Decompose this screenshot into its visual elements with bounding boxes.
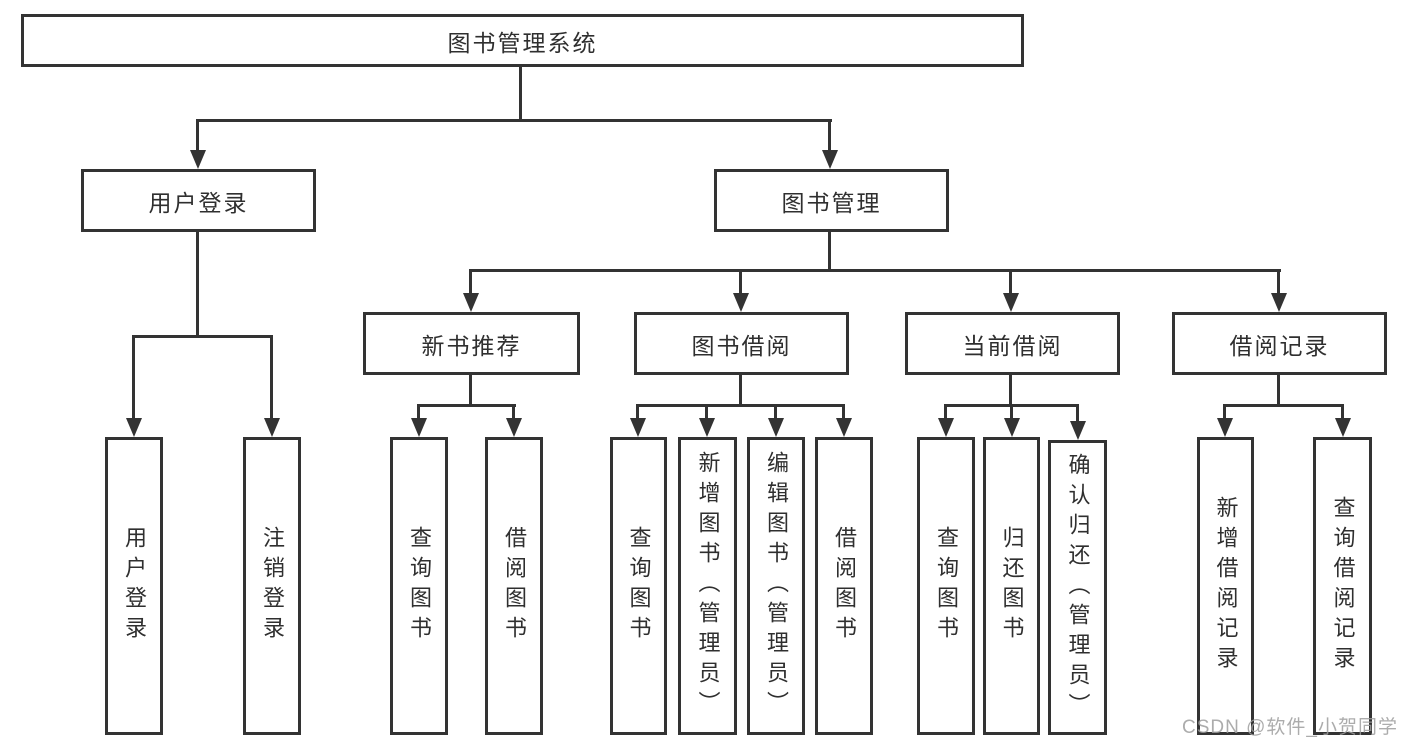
edge-to-leaf	[944, 405, 947, 420]
leaf-logout: 注销登录	[243, 437, 301, 735]
leaf-query-borrow-record: 查询借阅记录	[1313, 437, 1372, 735]
edge-to-leaf	[1076, 405, 1079, 423]
node-library-management-system: 图书管理系统	[21, 14, 1024, 67]
edge-to-current-borrow	[1009, 270, 1012, 295]
edge-user-login-stem	[196, 231, 199, 338]
edge-to-leaf	[636, 405, 639, 420]
edge-to-book-borrow	[739, 270, 742, 295]
edge-to-leaf	[705, 405, 708, 420]
edge-book-management-bar	[469, 269, 1281, 272]
arrow-down-icon	[822, 150, 838, 169]
leaf-borrow-books-recommend: 借阅图书	[485, 437, 543, 735]
leaf-query-books-current: 查询图书	[917, 437, 975, 735]
node-borrowing-records: 借阅记录	[1172, 312, 1387, 375]
arrow-down-icon	[733, 293, 749, 312]
arrow-down-icon	[506, 418, 522, 437]
leaf-add-borrow-record: 新增借阅记录	[1197, 437, 1254, 735]
edge-book-management-stem	[828, 231, 831, 272]
arrow-down-icon	[699, 418, 715, 437]
node-book-borrowing: 图书借阅	[634, 312, 849, 375]
edge-to-borrow-records	[1277, 270, 1280, 295]
leaf-add-book-admin: 新增图书（管理员）	[678, 437, 737, 735]
node-book-management: 图书管理	[714, 169, 949, 232]
arrow-down-icon	[264, 418, 280, 437]
edge-to-leaf-logout	[270, 336, 273, 420]
node-current-borrowing: 当前借阅	[905, 312, 1120, 375]
arrow-down-icon	[411, 418, 427, 437]
arrow-down-icon	[768, 418, 784, 437]
edge-to-leaf	[774, 405, 777, 420]
edge-to-book-management	[828, 119, 831, 152]
edge-to-leaf	[1223, 405, 1226, 420]
edge-borrow-records-bar	[1223, 404, 1344, 407]
edge-to-leaf-user-login	[132, 336, 135, 420]
leaf-confirm-return-admin: 确认归还（管理员）	[1048, 440, 1107, 735]
arrow-down-icon	[1004, 418, 1020, 437]
arrow-down-icon	[463, 293, 479, 312]
edge-new-book-bar	[417, 404, 516, 407]
leaf-query-books-recommend: 查询图书	[390, 437, 448, 735]
edge-to-leaf	[1010, 405, 1013, 420]
edge-to-leaf	[512, 405, 515, 420]
edge-root-stem	[519, 64, 522, 121]
edge-to-leaf	[417, 405, 420, 420]
edge-book-borrow-stem	[739, 374, 742, 406]
arrow-down-icon	[1217, 418, 1233, 437]
leaf-borrow-books: 借阅图书	[815, 437, 873, 735]
csdn-watermark: CSDN @软件_小贺同学	[1182, 717, 1398, 738]
edge-to-new-book	[469, 270, 472, 295]
edge-new-book-stem	[469, 374, 472, 406]
arrow-down-icon	[836, 418, 852, 437]
leaf-query-books-borrow: 查询图书	[610, 437, 667, 735]
edge-root-bar	[196, 119, 832, 122]
leaf-user-login: 用户登录	[105, 437, 163, 735]
arrow-down-icon	[1335, 418, 1351, 437]
arrow-down-icon	[1070, 421, 1086, 440]
edge-borrow-records-stem	[1277, 374, 1280, 406]
node-new-book-recommend: 新书推荐	[363, 312, 580, 375]
edge-user-login-bar	[132, 335, 273, 338]
arrow-down-icon	[938, 418, 954, 437]
arrow-down-icon	[190, 150, 206, 169]
edge-current-borrow-stem	[1009, 374, 1012, 406]
edge-to-user-login	[196, 119, 199, 152]
arrow-down-icon	[1003, 293, 1019, 312]
arrow-down-icon	[126, 418, 142, 437]
arrow-down-icon	[630, 418, 646, 437]
edge-to-leaf	[1341, 405, 1344, 420]
edge-book-borrow-bar	[636, 404, 845, 407]
leaf-edit-book-admin: 编辑图书（管理员）	[747, 437, 805, 735]
leaf-return-books: 归还图书	[983, 437, 1040, 735]
edge-to-leaf	[842, 405, 845, 420]
arrow-down-icon	[1271, 293, 1287, 312]
node-user-login: 用户登录	[81, 169, 316, 232]
